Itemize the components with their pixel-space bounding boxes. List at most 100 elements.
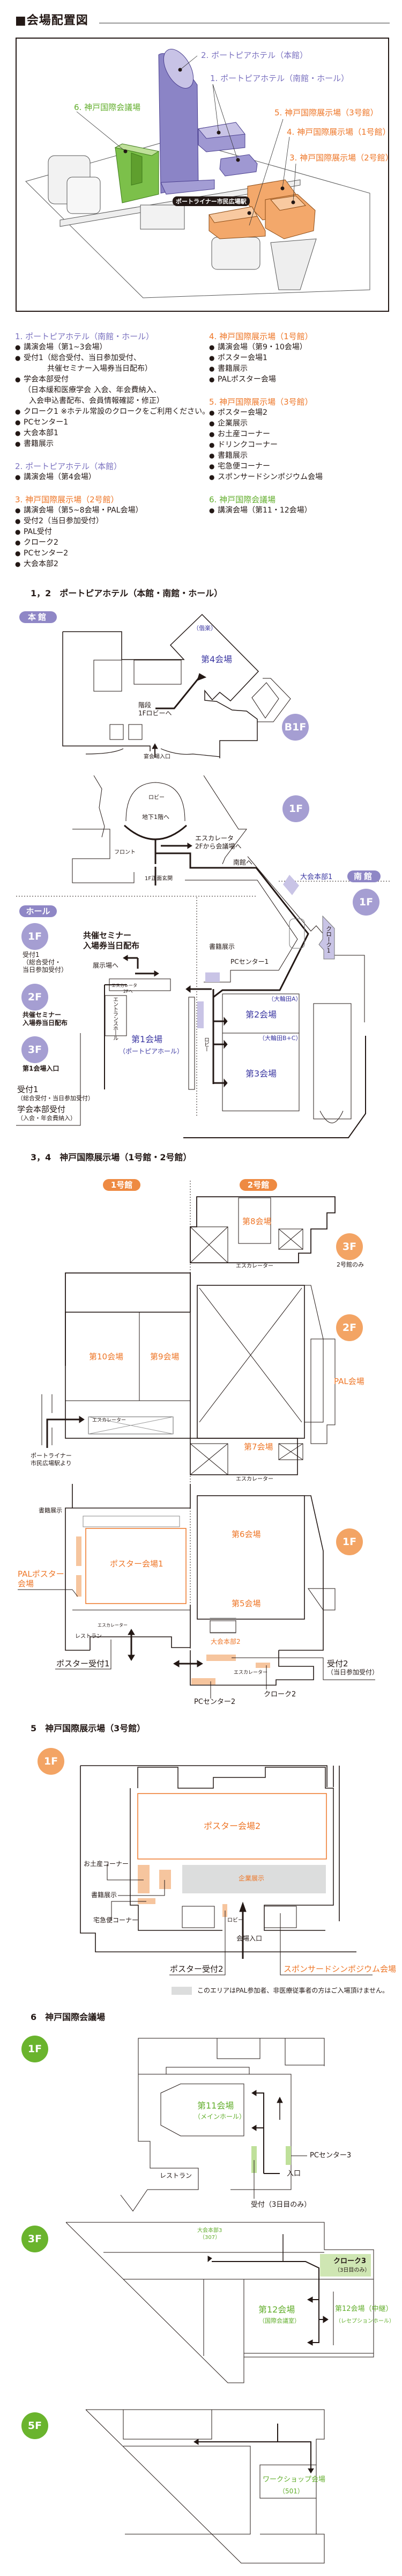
room-pal[interactable]: PAL会場 xyxy=(334,1377,364,1386)
workshop-room-sub: （501） xyxy=(279,2487,304,2495)
pal-poster-1: PALポスター xyxy=(18,1569,64,1579)
legend-item: 受付1（総合受付、当日参加受付、 xyxy=(15,353,210,363)
poster-room-1[interactable]: ポスター会場1 xyxy=(110,1559,163,1569)
legend-venue-title: 3. 神戸国際展示場（2号館） xyxy=(15,495,119,504)
label-delivery: 宅急便コーナー xyxy=(93,1916,139,1924)
section-title-hall3: 5 神戸国際展示場（3号館） xyxy=(31,1723,146,1733)
hall-2f-note-2: 入場券当日配布 xyxy=(23,1019,68,1027)
legend-item: 共催セミナー入場券当日配布） xyxy=(47,364,152,373)
station-label: ポートライナー市民広場駅 xyxy=(173,196,250,206)
cloak1-area xyxy=(318,915,335,960)
hall-3f-note: 第1会場入口 xyxy=(23,1065,59,1072)
section-title-conference: 6 神戸国際会議場 xyxy=(31,2012,106,2022)
legend-item: 講演会場（第9・10会場） xyxy=(209,342,323,353)
expo-plan xyxy=(18,1181,375,1699)
workshop-room[interactable]: ワークショップ会場 xyxy=(263,2476,326,2484)
label-lobby-hall3: ロビー xyxy=(227,1918,243,1923)
legend-venue-title: 6. 神戸国際会議場 xyxy=(209,495,276,504)
pc1-area xyxy=(205,972,220,982)
conference-3f-plan xyxy=(65,2222,374,2383)
legend-right-column: 4. 神戸国際展示場（1号館）講演会場（第9・10会場）ポスター会場1書籍展示P… xyxy=(209,331,323,516)
label-books-expo: 書籍展示 xyxy=(39,1507,62,1514)
legend-item: PALポスター会場 xyxy=(209,374,323,385)
souvenir-area xyxy=(138,1865,150,1893)
page-title: ■会場配置図 xyxy=(15,14,88,27)
poster2-area xyxy=(137,1793,327,1860)
overview-frame xyxy=(16,38,389,312)
hotel-main-b1f-plan xyxy=(62,613,291,758)
legend-item: 受付2（当日参加受付） xyxy=(15,516,210,526)
portopia-hotel-main-tower xyxy=(158,49,215,195)
label-pc2: PCセンター2 xyxy=(194,1698,236,1706)
legend-item: スポンサードシンポジウム会場 xyxy=(209,472,323,482)
room-11[interactable]: 第11会場 xyxy=(197,2101,234,2111)
reception-day3-area xyxy=(251,2146,257,2173)
room-10[interactable]: 第10会場 xyxy=(89,1352,124,1362)
room-9[interactable]: 第9会場 xyxy=(150,1352,180,1362)
label-sponsored-symposium[interactable]: スポンサードシンポジウム会場 xyxy=(284,1964,397,1974)
room-5[interactable]: 第5会場 xyxy=(232,1599,261,1608)
room-12-relay-sub: （レセプションホール） xyxy=(336,2318,394,2324)
room-12-relay[interactable]: 第12会場（中継） xyxy=(335,2305,393,2313)
label-hotel-main: 2. ポートピアホテル（本館） xyxy=(201,50,308,60)
room-1[interactable]: 第1会場 xyxy=(131,1034,163,1044)
label-hq2: 大会本部2 xyxy=(211,1638,241,1645)
label-escalator-2f-expo: エスカレーター xyxy=(92,1418,126,1423)
label-reception1-sub: （総合受付・当日参加受付） xyxy=(17,1095,94,1102)
legend-gap xyxy=(209,482,323,494)
label-cloak3-sub: （3日目のみ） xyxy=(334,2267,370,2273)
section-title-hotel: 1，2 ポートピアホテル（本館・南館・ホール） xyxy=(31,588,223,598)
label-entrance-hall: エントランスホール xyxy=(111,997,118,1040)
floor-2f-expo: 2F xyxy=(336,1314,363,1341)
room-2[interactable]: 第2会場 xyxy=(245,1009,277,1020)
label-main-entrance: 1F正面玄関 xyxy=(145,876,173,882)
badge-main-building: 本館 xyxy=(19,611,57,623)
legend-item: 書籍展示 xyxy=(15,438,210,449)
legend-venue-title: 4. 神戸国際展示場（1号館） xyxy=(209,332,313,341)
room-6[interactable]: 第6会場 xyxy=(232,1529,261,1539)
label-pc1: PCセンター1 xyxy=(230,958,269,965)
label-portliner-1: ポートライナー xyxy=(31,1452,72,1459)
legend-item: ポスター会場2 xyxy=(209,407,323,418)
room-7[interactable]: 第7会場 xyxy=(244,1442,273,1452)
room-3-sub: （大輪田B+C） xyxy=(259,1035,302,1042)
floor-3f-conference: 3F xyxy=(21,2226,48,2252)
legend-left-column: 1. ポートピアホテル（南館・ホール）講演会場（第1~3会場）受付1（総合受付、… xyxy=(15,331,210,569)
legend-item: 講演会場（第4会場） xyxy=(15,472,210,482)
label-front: フロント xyxy=(114,850,136,855)
floor-1f-hall: 1F xyxy=(21,923,48,950)
room-3[interactable]: 第3会場 xyxy=(245,1069,277,1079)
badge-hall: ホール xyxy=(19,905,57,917)
floor-b1f: B1F xyxy=(282,714,309,741)
label-to-lobby: 1Fロビーへ xyxy=(138,709,172,717)
label-to-b1: 地下1階へ xyxy=(142,814,169,821)
poster1-area xyxy=(85,1528,187,1604)
label-poster-desk-2: ポスター受付2 xyxy=(170,1964,224,1974)
room-8[interactable]: 第8会場 xyxy=(242,1217,272,1226)
label-entrance-hall3: 会場入口 xyxy=(236,1935,263,1942)
label-escalator-2f: エスカレータ xyxy=(111,983,137,988)
legend-item: 講演会場（第1~3会場） xyxy=(15,342,210,353)
arrow-to-room4 xyxy=(197,673,207,681)
room-4[interactable]: 第4会場 xyxy=(201,654,233,664)
floor-5f-conference: 5F xyxy=(21,2412,48,2439)
portopia-hotel-south-building xyxy=(198,122,258,177)
section-title-expo: 3，4 神戸国際展示場（1号館・2号館） xyxy=(31,1152,192,1162)
delivery-area xyxy=(138,1898,155,1904)
books-strip-1f xyxy=(76,1536,81,1566)
label-exhibits: 企業展示 xyxy=(239,1875,265,1882)
badge-hall2: 2号館 xyxy=(240,1179,277,1191)
label-hall2: 3. 神戸国際展示場（2号館） xyxy=(289,153,393,163)
label-escalator-1f-hall2: エスカレーター xyxy=(234,1670,268,1675)
label-hq1: 大会本部1 xyxy=(300,873,333,881)
legend-item: 企業展示 xyxy=(209,418,323,429)
label-conference-center: 6. 神戸国際会議場 xyxy=(74,103,141,112)
leader-lines xyxy=(76,55,296,226)
floor-1f-conference: 1F xyxy=(21,2036,48,2062)
legend-item: クローク2 xyxy=(15,537,210,548)
legend-item: 入会申込書配布、会員情報確認・修正） xyxy=(29,397,164,405)
legend-gap xyxy=(15,482,210,494)
room-12[interactable]: 第12会場 xyxy=(258,2304,295,2315)
reception2-area xyxy=(206,1655,236,1661)
poster-room-2[interactable]: ポスター会場2 xyxy=(204,1821,261,1831)
